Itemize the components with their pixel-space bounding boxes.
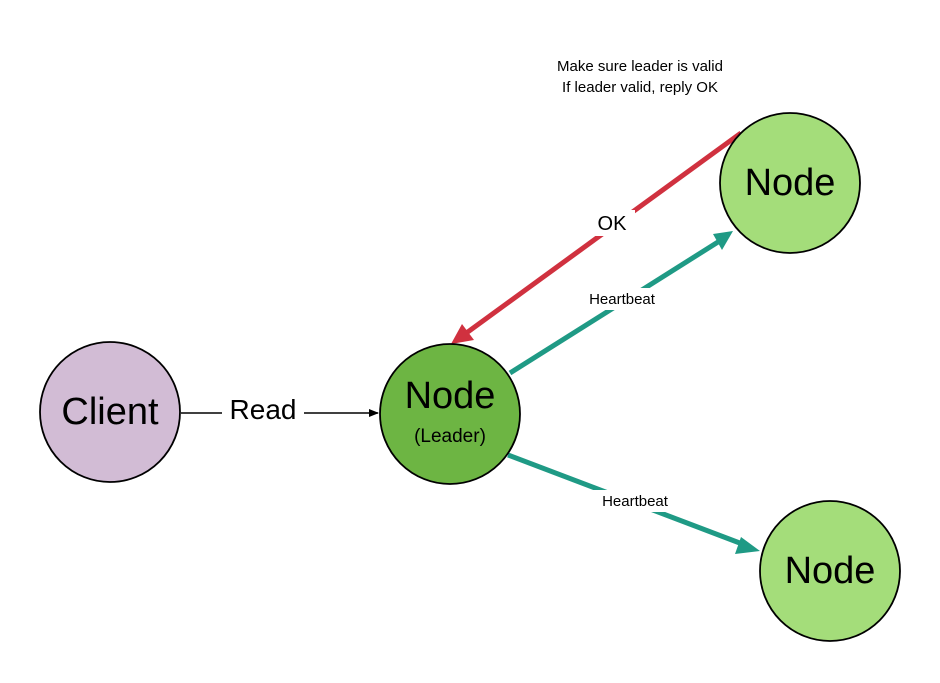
follower-top-circle — [719, 112, 861, 254]
read-label: Read — [230, 394, 297, 425]
follower-top-node: Node — [719, 112, 861, 254]
follower-bottom-node: Node — [759, 500, 901, 642]
read-label-bg — [222, 395, 304, 429]
ok-label-bg — [589, 210, 635, 236]
follower-top-label: Node — [745, 162, 836, 204]
leader-sublabel: (Leader) — [414, 426, 486, 447]
heartbeat-top-label: Heartbeat — [589, 291, 656, 308]
leader-node: Node (Leader) — [379, 343, 521, 485]
leader-label: Node — [405, 375, 496, 417]
note-line-1: Make sure leader is valid — [557, 58, 723, 75]
note-line-2: If leader valid, reply OK — [562, 79, 718, 96]
client-circle — [39, 341, 181, 483]
heartbeat-bottom-label-bg — [590, 490, 678, 512]
client-node: Client — [39, 341, 181, 483]
heartbeat-top-label-bg — [578, 288, 666, 310]
leader-circle — [379, 343, 521, 485]
heartbeat-bottom-label: Heartbeat — [602, 493, 669, 510]
client-label: Client — [61, 391, 159, 433]
follower-bottom-circle — [759, 500, 901, 642]
ok-label: OK — [598, 213, 628, 235]
follower-bottom-label: Node — [785, 550, 876, 592]
edge-ok — [451, 130, 743, 344]
